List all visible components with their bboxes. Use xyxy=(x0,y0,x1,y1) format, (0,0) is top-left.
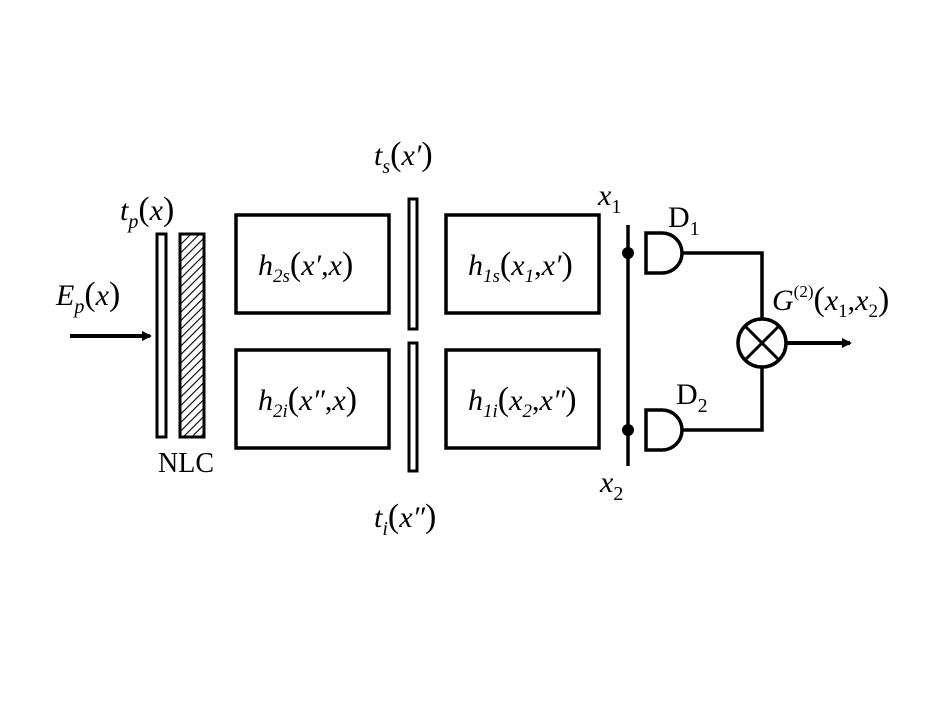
detection-point-x1 xyxy=(622,247,634,259)
h2i-box xyxy=(234,348,391,450)
h1i-box xyxy=(444,348,601,450)
correlation-label: G(2)(x1,x2) xyxy=(772,281,889,322)
correlator-circle-times-icon xyxy=(736,317,788,369)
h2s-label: h2s(x′,x) xyxy=(258,246,353,287)
detector-d2-icon xyxy=(644,408,684,452)
pump-mask xyxy=(155,232,168,439)
detector-d1-icon xyxy=(644,231,684,275)
d2-wire xyxy=(682,367,764,432)
x1-label: x1 xyxy=(597,179,621,218)
pump-field-label-main: E xyxy=(55,279,74,312)
idler-mask xyxy=(407,341,419,473)
idler-mask-label: ti(x″) xyxy=(374,498,436,540)
svg-text:tp(x): tp(x) xyxy=(120,191,174,233)
d2-label: D2 xyxy=(676,378,708,417)
nonlinear-crystal xyxy=(178,232,206,439)
signal-mask-label: ts(x′) xyxy=(374,136,433,178)
h1s-box xyxy=(444,213,601,315)
d1-wire xyxy=(682,251,764,318)
x2-label: x2 xyxy=(599,466,623,505)
h1s-label: h1s(x1,x′) xyxy=(468,246,573,287)
h2s-box xyxy=(234,213,391,315)
h1i-label: h1i(x2,x″) xyxy=(468,381,577,422)
crystal-label: NLC xyxy=(158,448,214,479)
h2i-label: h2i(x″,x) xyxy=(258,381,357,422)
svg-text:Ep(x): Ep(x) xyxy=(55,276,120,318)
detection-point-x2 xyxy=(622,424,634,436)
pump-transmission-label: tp(x) xyxy=(120,191,174,233)
pump-field-label: Ep(x) xyxy=(55,276,120,318)
signal-mask xyxy=(407,197,419,331)
d1-label: D1 xyxy=(668,201,700,240)
